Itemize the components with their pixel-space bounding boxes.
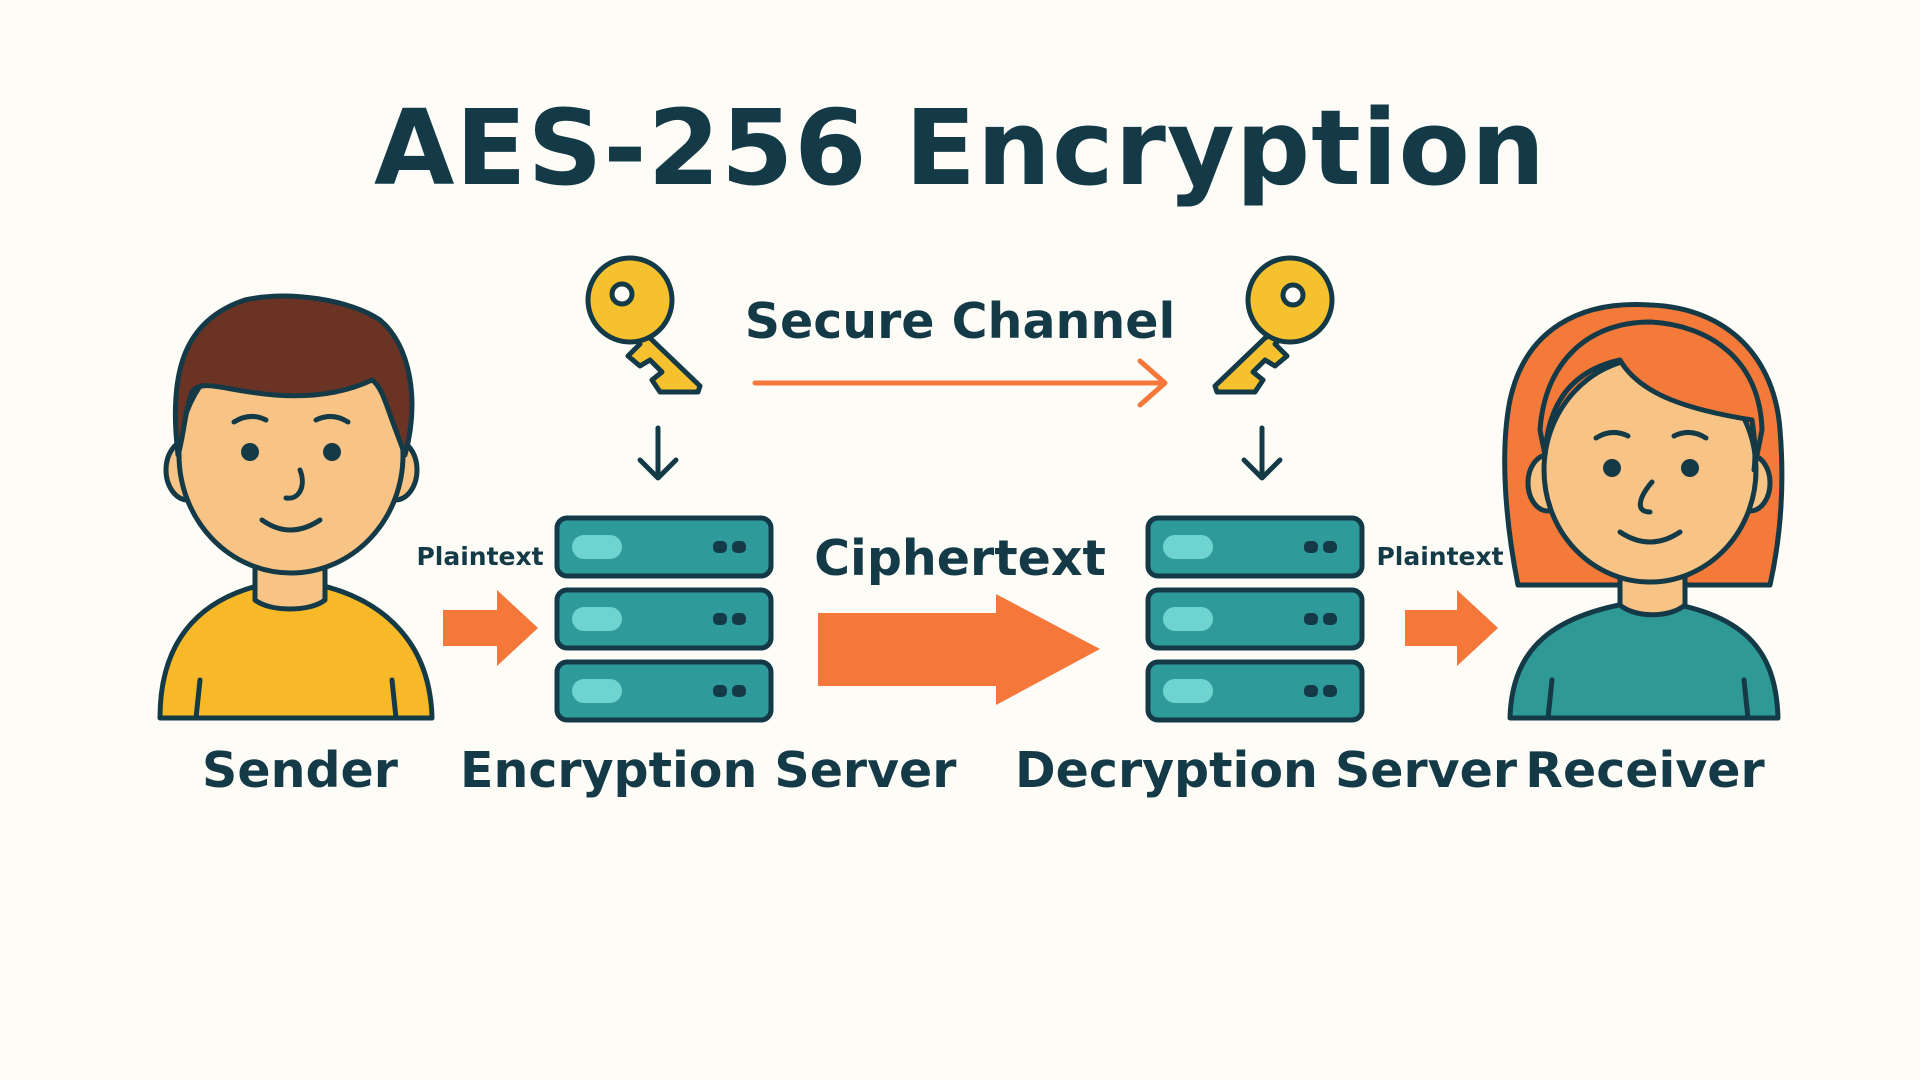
sender-icon — [157, 293, 435, 721]
decryption-server-label: Decryption Server — [1015, 742, 1517, 799]
diagram-title: AES-256 Encryption — [373, 87, 1546, 209]
key-arrow-icon — [637, 425, 679, 481]
plaintext-out-label: Plaintext — [1376, 542, 1504, 571]
sender-label: Sender — [202, 742, 398, 799]
encryption-server-icon — [554, 515, 774, 723]
secure-channel-arrow — [752, 358, 1168, 408]
receiver-label: Receiver — [1525, 742, 1765, 799]
receiver-icon — [1502, 301, 1785, 721]
ciphertext-arrow — [818, 594, 1100, 705]
secure-channel-label: Secure Channel — [744, 293, 1176, 350]
decryption-key-icon — [1212, 255, 1335, 395]
encryption-key-icon — [585, 255, 703, 395]
ciphertext-label: Ciphertext — [814, 530, 1106, 587]
decryption-server-icon — [1145, 515, 1365, 723]
key-arrow-icon — [1241, 425, 1283, 481]
plaintext-in-arrow — [443, 590, 538, 666]
plaintext-in-label: Plaintext — [416, 542, 544, 571]
encryption-server-label: Encryption Server — [460, 742, 957, 799]
plaintext-out-arrow — [1405, 590, 1498, 666]
